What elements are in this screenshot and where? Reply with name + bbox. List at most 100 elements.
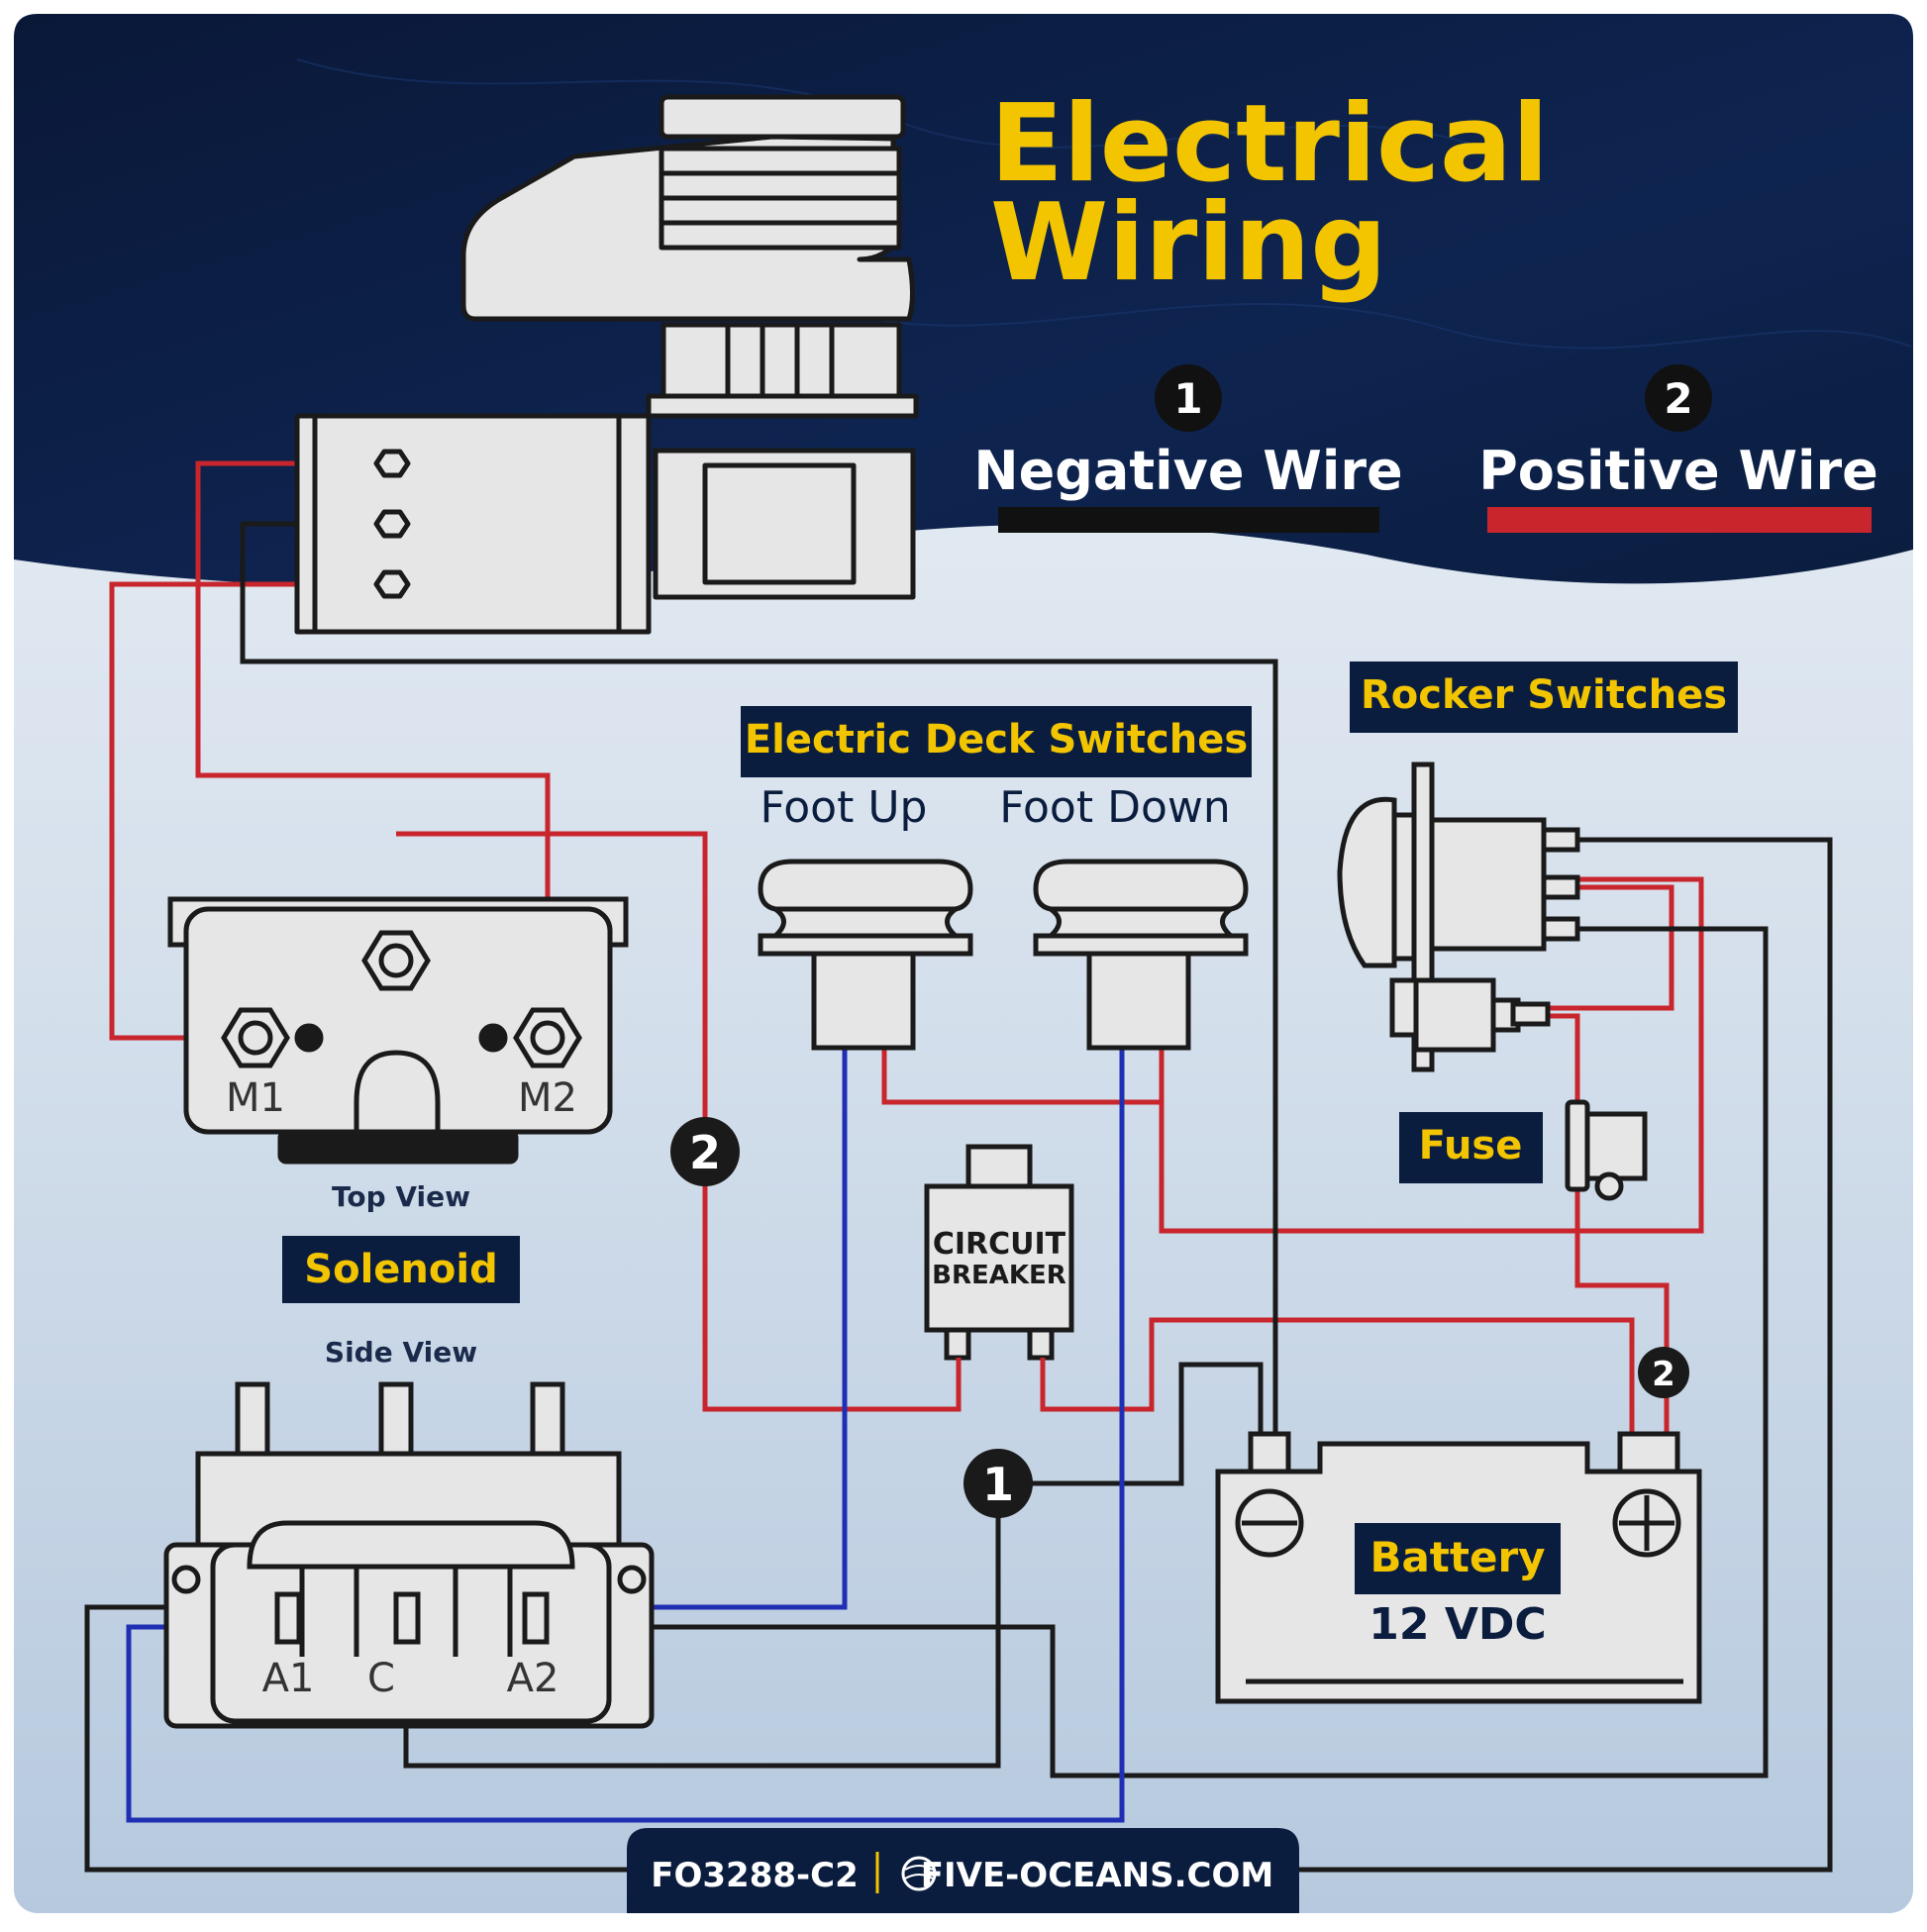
positive-wire-marker-number: 2 xyxy=(1652,1355,1675,1394)
negative-wire xyxy=(240,521,1278,1442)
foot-switch-cap xyxy=(758,859,973,912)
windlass-top-cap xyxy=(659,94,906,140)
title-line-1: Electrical xyxy=(990,82,1549,206)
solenoid-side-view xyxy=(163,1381,655,1729)
rocker-terminal xyxy=(1541,874,1580,900)
rocker-bezel xyxy=(1391,812,1417,962)
breaker-terminal xyxy=(1027,1327,1055,1361)
positive-wire-marker-number: 2 xyxy=(689,1126,721,1179)
label-a2: A2 xyxy=(507,1656,559,1701)
terminal-bolt xyxy=(238,1020,273,1056)
label-foot-down: Foot Down xyxy=(999,782,1231,833)
label-rocker-switches: Rocker Switches xyxy=(1361,672,1727,718)
label-battery: Battery xyxy=(1369,1533,1545,1581)
label-battery-voltage: 12 VDC xyxy=(1369,1599,1546,1650)
legend-positive-label: Positive Wire xyxy=(1478,440,1878,502)
windlass-motor xyxy=(294,94,919,635)
solenoid-label-box xyxy=(282,1236,520,1303)
terminal-dot xyxy=(478,1023,508,1053)
footer-code: FO3288-C2 xyxy=(651,1856,858,1895)
fuse xyxy=(1565,1099,1648,1201)
solenoid-top-base xyxy=(277,1129,519,1165)
label-c: C xyxy=(367,1656,395,1701)
label-top-view: Top View xyxy=(332,1180,470,1213)
label-foot-up: Foot Up xyxy=(761,782,928,833)
breaker-button xyxy=(965,1144,1033,1189)
label-a1: A1 xyxy=(262,1656,315,1701)
fuse-cap xyxy=(1594,1171,1624,1201)
footer-site[interactable]: FIVE-OCEANS.COM xyxy=(921,1856,1273,1895)
legend-positive-number: 2 xyxy=(1664,374,1692,423)
legend-negative-swatch xyxy=(998,507,1379,533)
solenoid-top-notch xyxy=(354,1050,441,1135)
foot-switch-ring xyxy=(1043,906,1239,939)
legend-negative-label: Negative Wire xyxy=(973,440,1402,502)
negative-wire-marker-number: 1 xyxy=(982,1458,1014,1511)
foot-switch-body xyxy=(1086,951,1191,1051)
legend-negative-badge xyxy=(1155,364,1222,432)
breaker-terminal xyxy=(944,1327,971,1361)
rocker-terminal xyxy=(1541,916,1580,942)
footer-bar xyxy=(627,1828,1299,1913)
positive-wire-marker xyxy=(1638,1347,1689,1398)
solenoid-stud xyxy=(378,1381,414,1457)
positive-wire xyxy=(881,876,1704,1234)
mounting-hole xyxy=(617,1565,647,1594)
motor-terminal xyxy=(373,449,411,478)
terminal-dot xyxy=(294,1023,324,1053)
breaker-body xyxy=(924,1183,1074,1333)
mounting-hole xyxy=(171,1565,201,1594)
label-deck-switches: Electric Deck Switches xyxy=(745,717,1248,763)
battery-negative-post xyxy=(1248,1431,1291,1474)
foot-switch-up xyxy=(758,859,973,1051)
fuse-body xyxy=(1584,1111,1648,1181)
label-side-view: Side View xyxy=(325,1336,477,1369)
positive-wire xyxy=(1548,884,1674,1011)
motor-terminal xyxy=(373,509,411,539)
motor-terminal xyxy=(373,569,411,599)
label-fuse: Fuse xyxy=(1419,1123,1523,1169)
positive-wire xyxy=(195,460,551,1038)
label-circuit-breaker-line-2: BREAKER xyxy=(932,1261,1066,1290)
negative-wire xyxy=(550,926,1769,1779)
windlass-flange xyxy=(646,393,919,419)
solenoid-stud xyxy=(235,1381,270,1457)
motor-body xyxy=(294,413,652,635)
foot-switch-cap xyxy=(1033,859,1249,912)
circuit-breaker xyxy=(924,1144,1074,1361)
solenoid-stud xyxy=(530,1381,565,1457)
legend-negative-number: 1 xyxy=(1173,374,1202,423)
battery-positive-post xyxy=(1617,1431,1680,1474)
deck-switches-label-box xyxy=(741,706,1252,777)
terminal-bolt xyxy=(530,1020,565,1056)
terminal-bolt xyxy=(378,943,414,978)
battery-label-box xyxy=(1355,1523,1561,1594)
windlass-shaft xyxy=(660,322,902,399)
positive-wire xyxy=(1548,1013,1580,1102)
rocker-body xyxy=(1429,817,1547,952)
foot-switch-body xyxy=(811,951,916,1051)
spade-terminal xyxy=(393,1591,421,1645)
spade-terminal xyxy=(522,1591,550,1645)
wave-lines-icon xyxy=(904,1865,934,1880)
battery xyxy=(1215,1431,1702,1704)
solenoid-side-dome xyxy=(247,1520,575,1570)
foot-switch-ring xyxy=(767,906,964,939)
solenoid-top-view xyxy=(167,896,629,1165)
gearbox-inner xyxy=(702,462,857,585)
negative-wire-marker xyxy=(964,1449,1033,1518)
rocker-switches-label-box xyxy=(1350,661,1738,733)
legend-positive-badge xyxy=(1645,364,1712,432)
label-m2: M2 xyxy=(518,1075,577,1121)
header-texture xyxy=(791,296,1912,350)
foot-switch-flange xyxy=(758,933,973,957)
title-line-2: Wiring xyxy=(990,181,1387,305)
label-m1: M1 xyxy=(226,1075,285,1121)
rocker-terminal xyxy=(1541,827,1580,853)
rocker-paddle xyxy=(1337,796,1397,968)
rocker-lower-body xyxy=(1413,977,1496,1053)
foot-switch-flange xyxy=(1033,933,1249,957)
foot-switch-down xyxy=(1033,859,1249,1051)
